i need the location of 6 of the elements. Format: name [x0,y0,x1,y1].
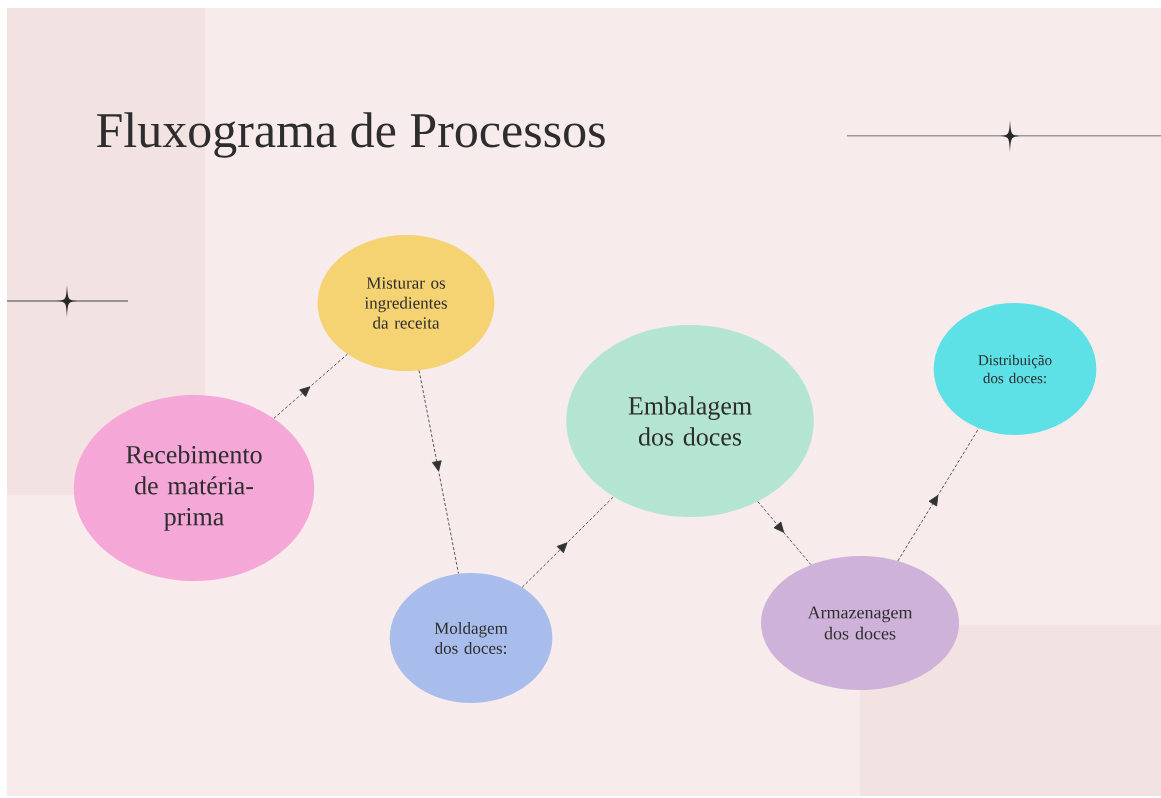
arrow [418,370,459,574]
arrow [897,427,980,562]
arrow [521,496,614,588]
arrow [757,501,812,566]
arrow [273,353,348,419]
title: Fluxograma de Processos [97,112,605,158]
